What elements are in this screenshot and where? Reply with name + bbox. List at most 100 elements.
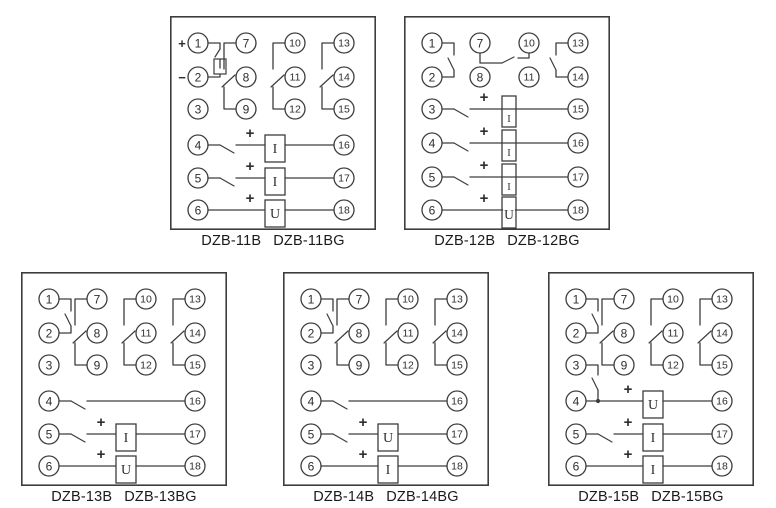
terminal-number-15: 15	[451, 360, 463, 372]
contact-blade	[432, 330, 447, 344]
wire	[74, 298, 88, 326]
terminal-number-9: 9	[356, 358, 363, 372]
contact-blade	[219, 144, 235, 154]
terminal-number-5: 5	[308, 427, 315, 441]
coil-letter-U: U	[121, 463, 131, 478]
terminal-number-8: 8	[621, 326, 628, 340]
terminal-8	[348, 322, 370, 344]
terminal-number-11: 11	[668, 328, 679, 340]
contact-blade	[447, 57, 455, 71]
terminal-number-13: 13	[338, 38, 350, 50]
diagram-border	[283, 272, 489, 486]
terminal-number-6: 6	[429, 203, 436, 217]
coil-letter-I: I	[386, 463, 391, 478]
wire	[479, 52, 503, 64]
terminal-number-5: 5	[573, 427, 580, 441]
contact-blade	[453, 142, 469, 152]
terminal-number-3: 3	[573, 358, 580, 372]
polarity-plus-sign: +	[480, 89, 489, 106]
terminal-number-13: 13	[572, 38, 584, 50]
wire	[601, 298, 615, 326]
terminal-number-1: 1	[429, 36, 436, 50]
contact-blade	[326, 313, 334, 327]
model-name-b: DZB-12B	[434, 233, 496, 249]
terminal-number-13: 13	[451, 294, 463, 306]
terminal-number-9: 9	[243, 102, 250, 116]
terminal-number-17: 17	[451, 429, 463, 441]
terminal-11	[662, 322, 684, 344]
terminal-number-3: 3	[308, 358, 315, 372]
contact-blade	[332, 400, 348, 410]
coil-letter-U: U	[383, 431, 393, 446]
terminal-11	[284, 66, 306, 88]
terminal-number-12: 12	[289, 104, 301, 116]
polarity-plus-sign: +	[480, 157, 489, 174]
coil-box	[377, 423, 399, 452]
polarity-plus-sign: +	[246, 158, 255, 175]
wire	[74, 342, 88, 366]
terminal-number-8: 8	[356, 326, 363, 340]
model-name-b: DZB-14B	[313, 489, 375, 505]
contact-blade	[72, 330, 87, 344]
wire	[650, 298, 664, 326]
contact-blade	[332, 433, 348, 443]
terminal-number-5: 5	[46, 427, 53, 441]
wire	[172, 298, 186, 326]
contact-blade	[219, 177, 235, 187]
terminal-number-4: 4	[308, 394, 315, 408]
terminal-number-1: 1	[46, 292, 53, 306]
diagram-border	[404, 16, 610, 230]
model-name-b: DZB-13B	[51, 489, 113, 505]
terminal-3	[300, 354, 322, 376]
contact-blade	[697, 330, 712, 344]
polarity-plus-sign: +	[97, 446, 106, 463]
terminal-number-7: 7	[94, 292, 101, 306]
wire	[272, 86, 286, 110]
terminal-number-17: 17	[572, 172, 584, 184]
polarity-plus-sign: +	[624, 446, 633, 463]
wire	[585, 298, 599, 312]
wire	[123, 298, 137, 326]
terminal-number-5: 5	[429, 170, 436, 184]
coil-box	[115, 423, 137, 452]
contact-blade	[270, 74, 285, 88]
coil-box	[115, 455, 137, 484]
terminal-number-14: 14	[338, 72, 350, 84]
polarity-minus-sign: −	[178, 70, 186, 85]
diagram-label: DZB-12B DZB-12BG	[404, 233, 610, 249]
terminal-number-6: 6	[573, 459, 580, 473]
terminal-number-1: 1	[308, 292, 315, 306]
terminal-number-15: 15	[572, 104, 584, 116]
contact-blade	[64, 313, 72, 327]
wire	[434, 342, 448, 366]
contact-blade	[591, 313, 599, 327]
terminal-number-18: 18	[189, 461, 201, 473]
terminal-number-7: 7	[621, 292, 628, 306]
terminal-number-17: 17	[338, 173, 350, 185]
coil-letter-U: U	[270, 207, 280, 222]
coil-box	[377, 455, 399, 484]
terminal-number-10: 10	[667, 294, 679, 306]
wire	[58, 325, 72, 334]
terminal-11	[397, 322, 419, 344]
polarity-plus-sign: +	[480, 123, 489, 140]
diagram-border	[548, 272, 754, 486]
diagram-label: DZB-13B DZB-13BG	[21, 489, 227, 505]
coil-letter-I: I	[651, 463, 656, 478]
contact-blade	[70, 433, 86, 443]
terminal-number-17: 17	[189, 429, 201, 441]
model-name-b: DZB-15B	[578, 489, 640, 505]
terminal-number-18: 18	[716, 461, 728, 473]
model-name-b: DZB-11B	[201, 233, 262, 249]
terminal-number-15: 15	[338, 104, 350, 116]
model-name-bg: DZB-15BG	[651, 489, 724, 505]
terminal-11	[135, 322, 157, 344]
terminal-number-10: 10	[402, 294, 414, 306]
contact-blade	[453, 176, 469, 186]
